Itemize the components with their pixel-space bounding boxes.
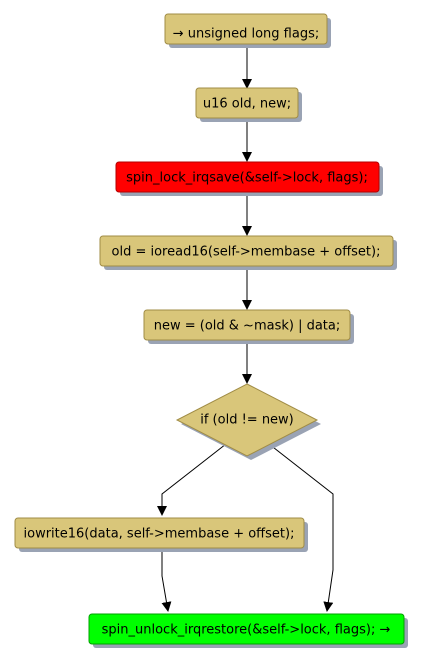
edge-write-to-unlock bbox=[161, 550, 172, 612]
node-lock: spin_lock_irqsave(&self->lock, flags); bbox=[115, 161, 383, 196]
node-start-label: → unsigned long flags; bbox=[173, 27, 320, 42]
node-declaration: u16 old, new; bbox=[195, 87, 302, 122]
node-compute: new = (old & ~mask) | data; bbox=[143, 309, 354, 344]
node-compute-label: new = (old & ~mask) | data; bbox=[154, 319, 341, 334]
node-read-label: old = ioread16(self->membase + offset); bbox=[112, 245, 381, 260]
node-unlock: spin_unlock_irqrestore(&self->lock, flag… bbox=[88, 613, 408, 648]
edges bbox=[157, 47, 334, 612]
node-write-label: iowrite16(data, self->membase + offset); bbox=[24, 527, 295, 542]
node-read: old = ioread16(self->membase + offset); bbox=[99, 235, 397, 270]
node-unlock-label: spin_unlock_irqrestore(&self->lock, flag… bbox=[102, 623, 391, 638]
node-decision-label: if (old != new) bbox=[200, 413, 294, 428]
node-start: → unsigned long flags; bbox=[164, 13, 331, 48]
node-lock-label: spin_lock_irqsave(&self->lock, flags); bbox=[126, 171, 368, 186]
edge-decision-skip-to-unlock bbox=[268, 443, 334, 612]
node-declaration-label: u16 old, new; bbox=[203, 97, 291, 112]
node-decision: if (old != new) bbox=[175, 383, 321, 460]
edge-decision-to-write bbox=[157, 443, 227, 516]
node-write: iowrite16(data, self->membase + offset); bbox=[14, 517, 308, 552]
